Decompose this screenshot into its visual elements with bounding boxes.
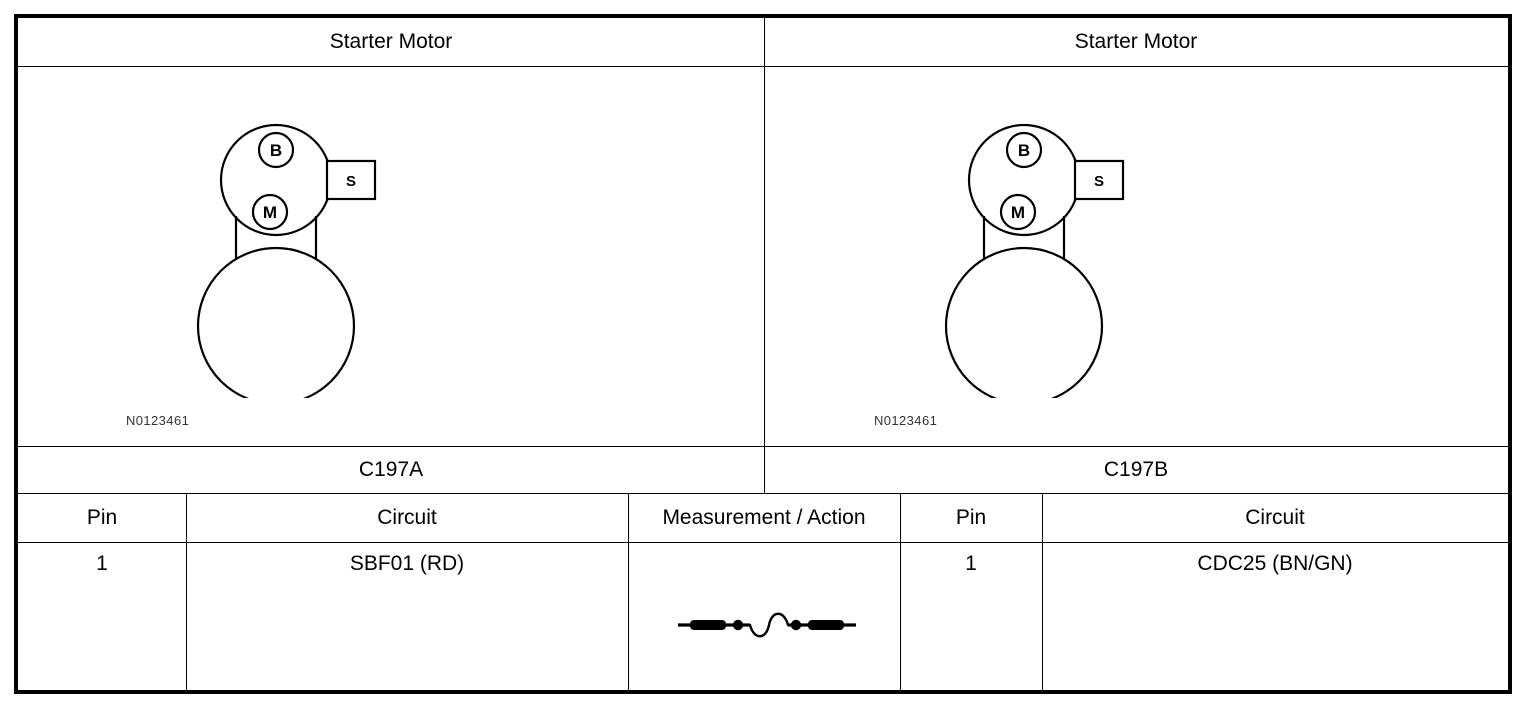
continuity-test-symbol [676,598,858,642]
connector-name-right: C197B [764,446,1508,493]
column-header-circuit-right: Circuit [1042,493,1508,542]
starter-motor-illustration-left: B M S [186,108,486,398]
rule-center-upper [764,17,765,493]
rule-below-connector-row [17,493,1509,494]
terminal-label-b-right: B [1018,141,1030,160]
rule-pin-left-circuit-left [186,493,187,690]
rule-measurement-pin-right [900,493,901,690]
cell-circuit-left: SBF01 (RD) [349,552,465,575]
cell-pin-left: 1 [96,552,108,575]
column-header-circuit-left-text: Circuit [377,505,437,529]
starter-motor-illustration-right: B M S [934,108,1234,398]
column-header-pin-left: Pin [18,493,186,542]
column-header-pin-right: Pin [900,493,1042,542]
rule-below-column-headers [17,542,1509,543]
cell-circuit-right: CDC25 (BN/GN) [1197,552,1353,575]
panel-title-right-text: Starter Motor [1074,30,1198,53]
column-header-measurement-text: Measurement / Action [662,505,866,529]
table-row: SBF01 (RD) [186,542,628,690]
panel-title-left-text: Starter Motor [329,30,453,53]
panel-title-left: Starter Motor [18,18,764,66]
rule-circuit-left-measurement [628,493,629,690]
table-row: 1 [18,542,186,690]
column-header-measurement: Measurement / Action [628,493,900,542]
table-outer-frame: Starter Motor Starter Motor [14,14,1512,694]
terminal-label-m-left: M [263,203,277,222]
part-number-left: N0123461 [126,413,190,428]
connector-name-left: C197A [18,446,764,493]
table-row: 1 [900,542,1042,690]
cell-pin-right: 1 [965,552,977,575]
terminal-label-m-right: M [1011,203,1025,222]
panel-title-right: Starter Motor [764,18,1508,66]
column-header-pin-left-text: Pin [86,505,118,529]
connector-name-right-text: C197B [1103,457,1169,481]
column-header-circuit-left: Circuit [186,493,628,542]
table-row: CDC25 (BN/GN) [1042,542,1508,690]
part-number-right: N0123461 [874,413,938,428]
terminal-label-b-left: B [270,141,282,160]
column-header-pin-right-text: Pin [955,505,987,529]
column-header-circuit-right-text: Circuit [1245,505,1305,529]
rule-pin-right-circuit-right [1042,493,1043,690]
terminal-label-s-left: S [346,173,356,190]
connector-name-left-text: C197A [358,457,424,481]
rule-below-title [17,66,1509,67]
terminal-label-s-right: S [1094,173,1104,190]
rule-below-illustration [17,446,1509,447]
